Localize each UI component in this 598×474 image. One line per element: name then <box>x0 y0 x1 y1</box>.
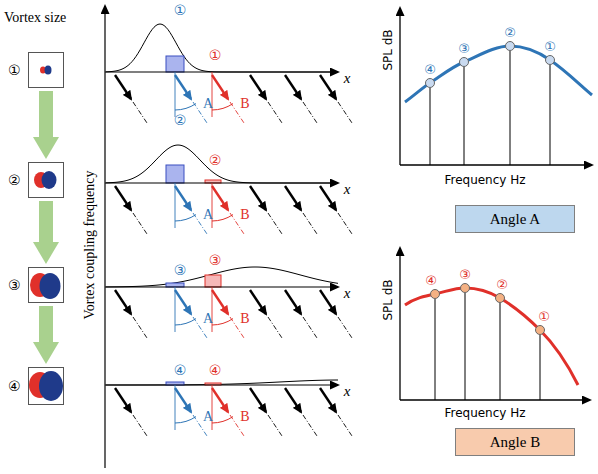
vortex-box: ② <box>28 162 64 198</box>
callout-number: ④ <box>8 379 21 393</box>
angle-label: B <box>240 97 249 111</box>
callout-number: ① <box>209 48 222 62</box>
callout-number: ① <box>8 63 21 77</box>
progress-arrow <box>39 91 53 137</box>
callout-number: ② <box>174 113 187 127</box>
axis-label: SPL dB <box>382 29 394 70</box>
vortex-box: ① <box>28 52 64 88</box>
heading-label: Vortex size <box>4 11 66 25</box>
progress-arrow <box>39 201 53 242</box>
axis-label: Frequency Hz <box>444 407 525 419</box>
vortex-pair <box>29 371 63 401</box>
callout-number: ③ <box>459 268 471 281</box>
vortex-box: ③ <box>28 267 64 303</box>
callout-number: ③ <box>458 42 470 55</box>
callout-number: ② <box>496 278 508 291</box>
progress-arrow <box>39 306 53 342</box>
callout-number: ② <box>209 153 222 167</box>
spl-chart <box>400 248 590 400</box>
axis-label: x <box>344 71 351 86</box>
callout-number: ③ <box>8 278 21 292</box>
angle-label: B <box>240 312 249 326</box>
callout-number: ③ <box>174 263 187 277</box>
callout-number: ① <box>538 310 550 323</box>
box-label: Angle A <box>490 212 540 227</box>
callout-number: ④ <box>174 363 187 377</box>
callout-number: ④ <box>425 274 437 287</box>
callout-number: ① <box>544 40 556 53</box>
angle-box: Angle B <box>455 428 575 456</box>
axis-label: x <box>344 286 351 301</box>
axis-label: Vortex coupling frequency <box>83 170 97 319</box>
axis-label: x <box>344 182 351 197</box>
callout-number: ④ <box>424 63 436 76</box>
spl-chart <box>400 8 592 165</box>
row-plots <box>105 24 352 436</box>
axis-label: Frequency Hz <box>444 174 525 186</box>
vortex-box: ④ <box>28 367 64 405</box>
callout-number: ② <box>504 26 516 39</box>
callout-number: ③ <box>209 253 222 267</box>
angle-label: A <box>203 208 213 222</box>
axis-line <box>104 6 105 468</box>
angle-label: B <box>240 410 249 424</box>
axis-label: SPL dB <box>382 279 394 320</box>
vortex-pair <box>34 171 57 189</box>
vortex-pair <box>40 66 52 75</box>
angle-label: B <box>240 208 249 222</box>
callout-number: ④ <box>209 363 222 377</box>
vortex-pair <box>30 273 61 299</box>
box-label: Angle B <box>490 435 540 450</box>
angle-label: A <box>203 410 213 424</box>
callout-number: ② <box>8 173 21 187</box>
callout-number: ① <box>174 3 187 17</box>
axis-label: x <box>344 384 351 399</box>
angle-box: Angle A <box>455 205 575 233</box>
angle-label: A <box>203 97 213 111</box>
angle-label: A <box>203 312 213 326</box>
